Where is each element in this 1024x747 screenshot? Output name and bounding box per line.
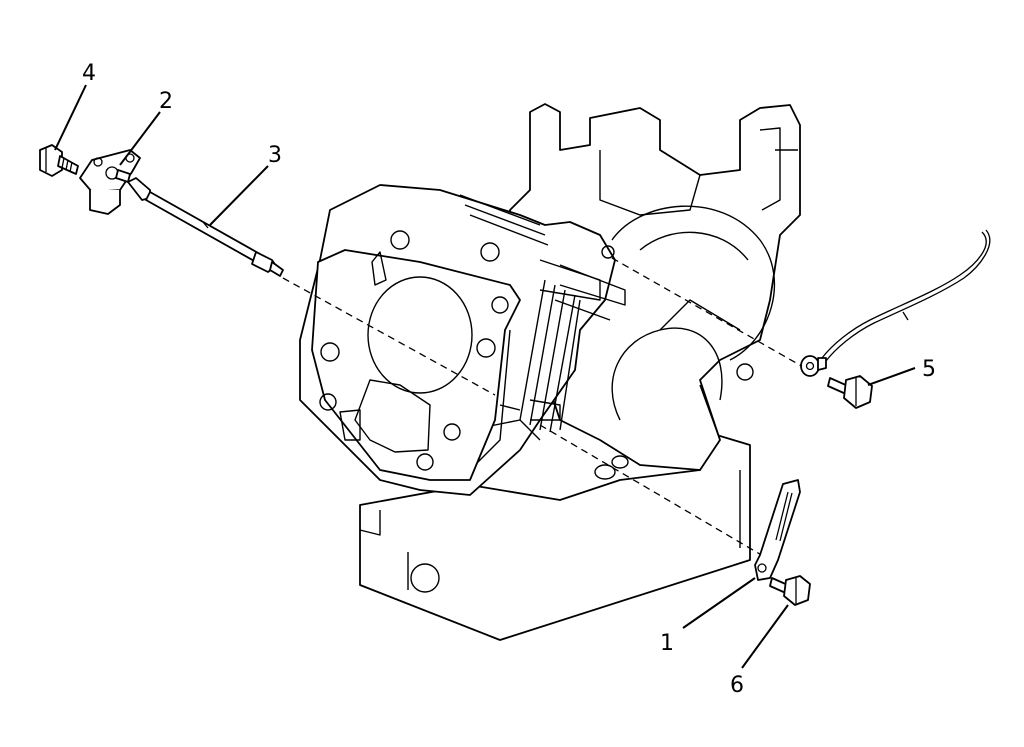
- callout-4: 4: [82, 61, 96, 86]
- leader-5: [867, 367, 916, 386]
- callout-5: 5: [922, 357, 936, 382]
- part-2-sensor-flange: [79, 149, 141, 215]
- part-1-bracket: [754, 479, 801, 581]
- callout-2: 2: [159, 89, 173, 114]
- callout-3: 3: [268, 143, 282, 168]
- part-3-probe-rod: [127, 177, 284, 277]
- part-5-bolt: [827, 375, 873, 409]
- alignment-lines: [282, 257, 806, 561]
- leader-3: [209, 165, 269, 226]
- leader-6: [741, 604, 789, 669]
- part-4-flange-bolt: [39, 144, 79, 177]
- part-5-wire-lead: [800, 229, 991, 377]
- callout-6: 6: [730, 673, 744, 698]
- leader-4: [54, 84, 87, 151]
- engine-block: [299, 103, 801, 641]
- callout-labels: 1 2 3 4 5 6: [82, 61, 936, 698]
- callout-1: 1: [660, 631, 674, 656]
- part-6-bolt: [769, 575, 811, 606]
- leader-lines: [54, 84, 916, 669]
- leader-1: [682, 577, 756, 629]
- leader-2: [119, 111, 161, 166]
